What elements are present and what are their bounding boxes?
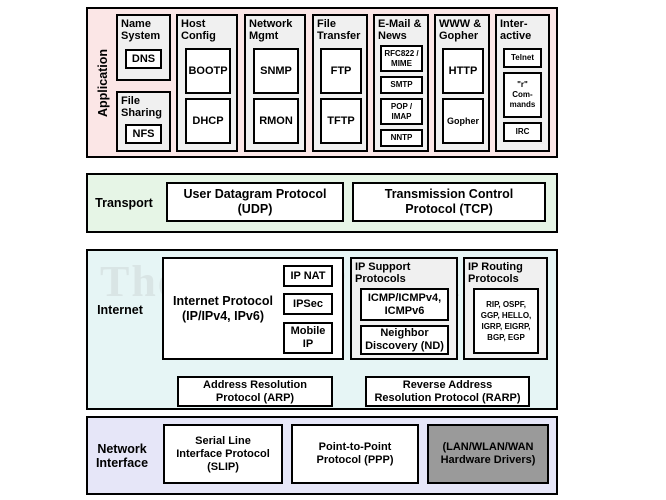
interactive-label: Inter-active — [500, 18, 532, 42]
ip-support-label: IP Support Protocols — [355, 261, 411, 285]
routing-protocols-box: RIP, OSPF, GGP, HELLO, IGRP, EIGRP, BGP,… — [473, 288, 539, 354]
pop-imap-box: POP / IMAP — [380, 98, 423, 125]
network-interface-layer: Network Interface Serial Line Interface … — [86, 416, 558, 495]
hardware-drivers-box: (LAN/WLAN/WAN Hardware Drivers) — [427, 424, 549, 484]
http-box: HTTP — [442, 48, 484, 94]
application-layer-label: Application — [96, 48, 110, 117]
interactive-group: Inter-active Telnet "r" Com-mands IRC — [495, 14, 550, 152]
dns-box: DNS — [125, 49, 162, 69]
snmp-box: SNMP — [253, 48, 299, 94]
transport-layer: Transport User Datagram Protocol (UDP) T… — [86, 173, 558, 233]
ip-routing-label: IP Routing Protocols — [468, 261, 523, 285]
nfs-box: NFS — [125, 124, 162, 144]
file-sharing-label: File Sharing — [121, 95, 162, 119]
tftp-box: TFTP — [320, 98, 362, 144]
host-config-group: Host Config BOOTP DHCP — [176, 14, 238, 152]
rfc822-mime-box: RFC822 / MIME — [380, 45, 423, 72]
neighbor-discovery-box: Neighbor Discovery (ND) — [360, 325, 449, 355]
email-news-label: E-Mail & News — [378, 18, 422, 42]
ip-label: Internet Protocol (IP/IPv4, IPv6) — [172, 294, 273, 323]
network-interface-layer-label: Network Interface — [95, 441, 149, 470]
tcp-box: Transmission Control Protocol (TCP) — [352, 182, 546, 222]
name-system-label: Name System — [121, 18, 161, 42]
telnet-box: Telnet — [503, 48, 542, 68]
www-gopher-label: WWW & Gopher — [439, 18, 482, 42]
network-mgmt-label: Network Mgmt — [249, 18, 293, 42]
name-system-group: Name System DNS — [116, 14, 171, 81]
nntp-box: NNTP — [380, 129, 423, 147]
ipsec-box: IPSec — [283, 293, 333, 315]
ip-nat-box: IP NAT — [283, 265, 333, 287]
email-news-group: E-Mail & News RFC822 / MIME SMTP POP / I… — [373, 14, 429, 152]
r-commands-box: "r" Com-mands — [503, 72, 542, 118]
file-transfer-group: File Transfer FTP TFTP — [312, 14, 368, 152]
ip-panel: Internet Protocol (IP/IPv4, IPv6) IP NAT… — [162, 257, 344, 360]
rmon-box: RMON — [253, 98, 299, 144]
bootp-box: BOOTP — [185, 48, 231, 94]
ftp-box: FTP — [320, 48, 362, 94]
internet-layer-label: Internet — [97, 303, 143, 317]
udp-box: User Datagram Protocol (UDP) — [166, 182, 344, 222]
gopher-box: Gopher — [442, 98, 484, 144]
file-sharing-group: File Sharing NFS — [116, 91, 171, 152]
file-transfer-label: File Transfer — [317, 18, 361, 42]
smtp-box: SMTP — [380, 76, 423, 94]
dhcp-box: DHCP — [185, 98, 231, 144]
irc-box: IRC — [503, 122, 542, 142]
arp-box: Address Resolution Protocol (ARP) — [177, 376, 333, 407]
transport-layer-label: Transport — [95, 196, 153, 210]
ip-support-group: IP Support Protocols ICMP/ICMPv4, ICMPv6… — [350, 257, 458, 360]
ip-routing-group: IP Routing Protocols RIP, OSPF, GGP, HEL… — [463, 257, 548, 360]
network-mgmt-group: Network Mgmt SNMP RMON — [244, 14, 306, 152]
rarp-box: Reverse Address Resolution Protocol (RAR… — [365, 376, 530, 407]
host-config-label: Host Config — [181, 18, 216, 42]
icmp-box: ICMP/ICMPv4, ICMPv6 — [360, 288, 449, 321]
mobile-ip-box: Mobile IP — [283, 322, 333, 354]
www-gopher-group: WWW & Gopher HTTP Gopher — [434, 14, 490, 152]
ppp-box: Point-to-Point Protocol (PPP) — [291, 424, 419, 484]
slip-box: Serial Line Interface Protocol (SLIP) — [163, 424, 283, 484]
